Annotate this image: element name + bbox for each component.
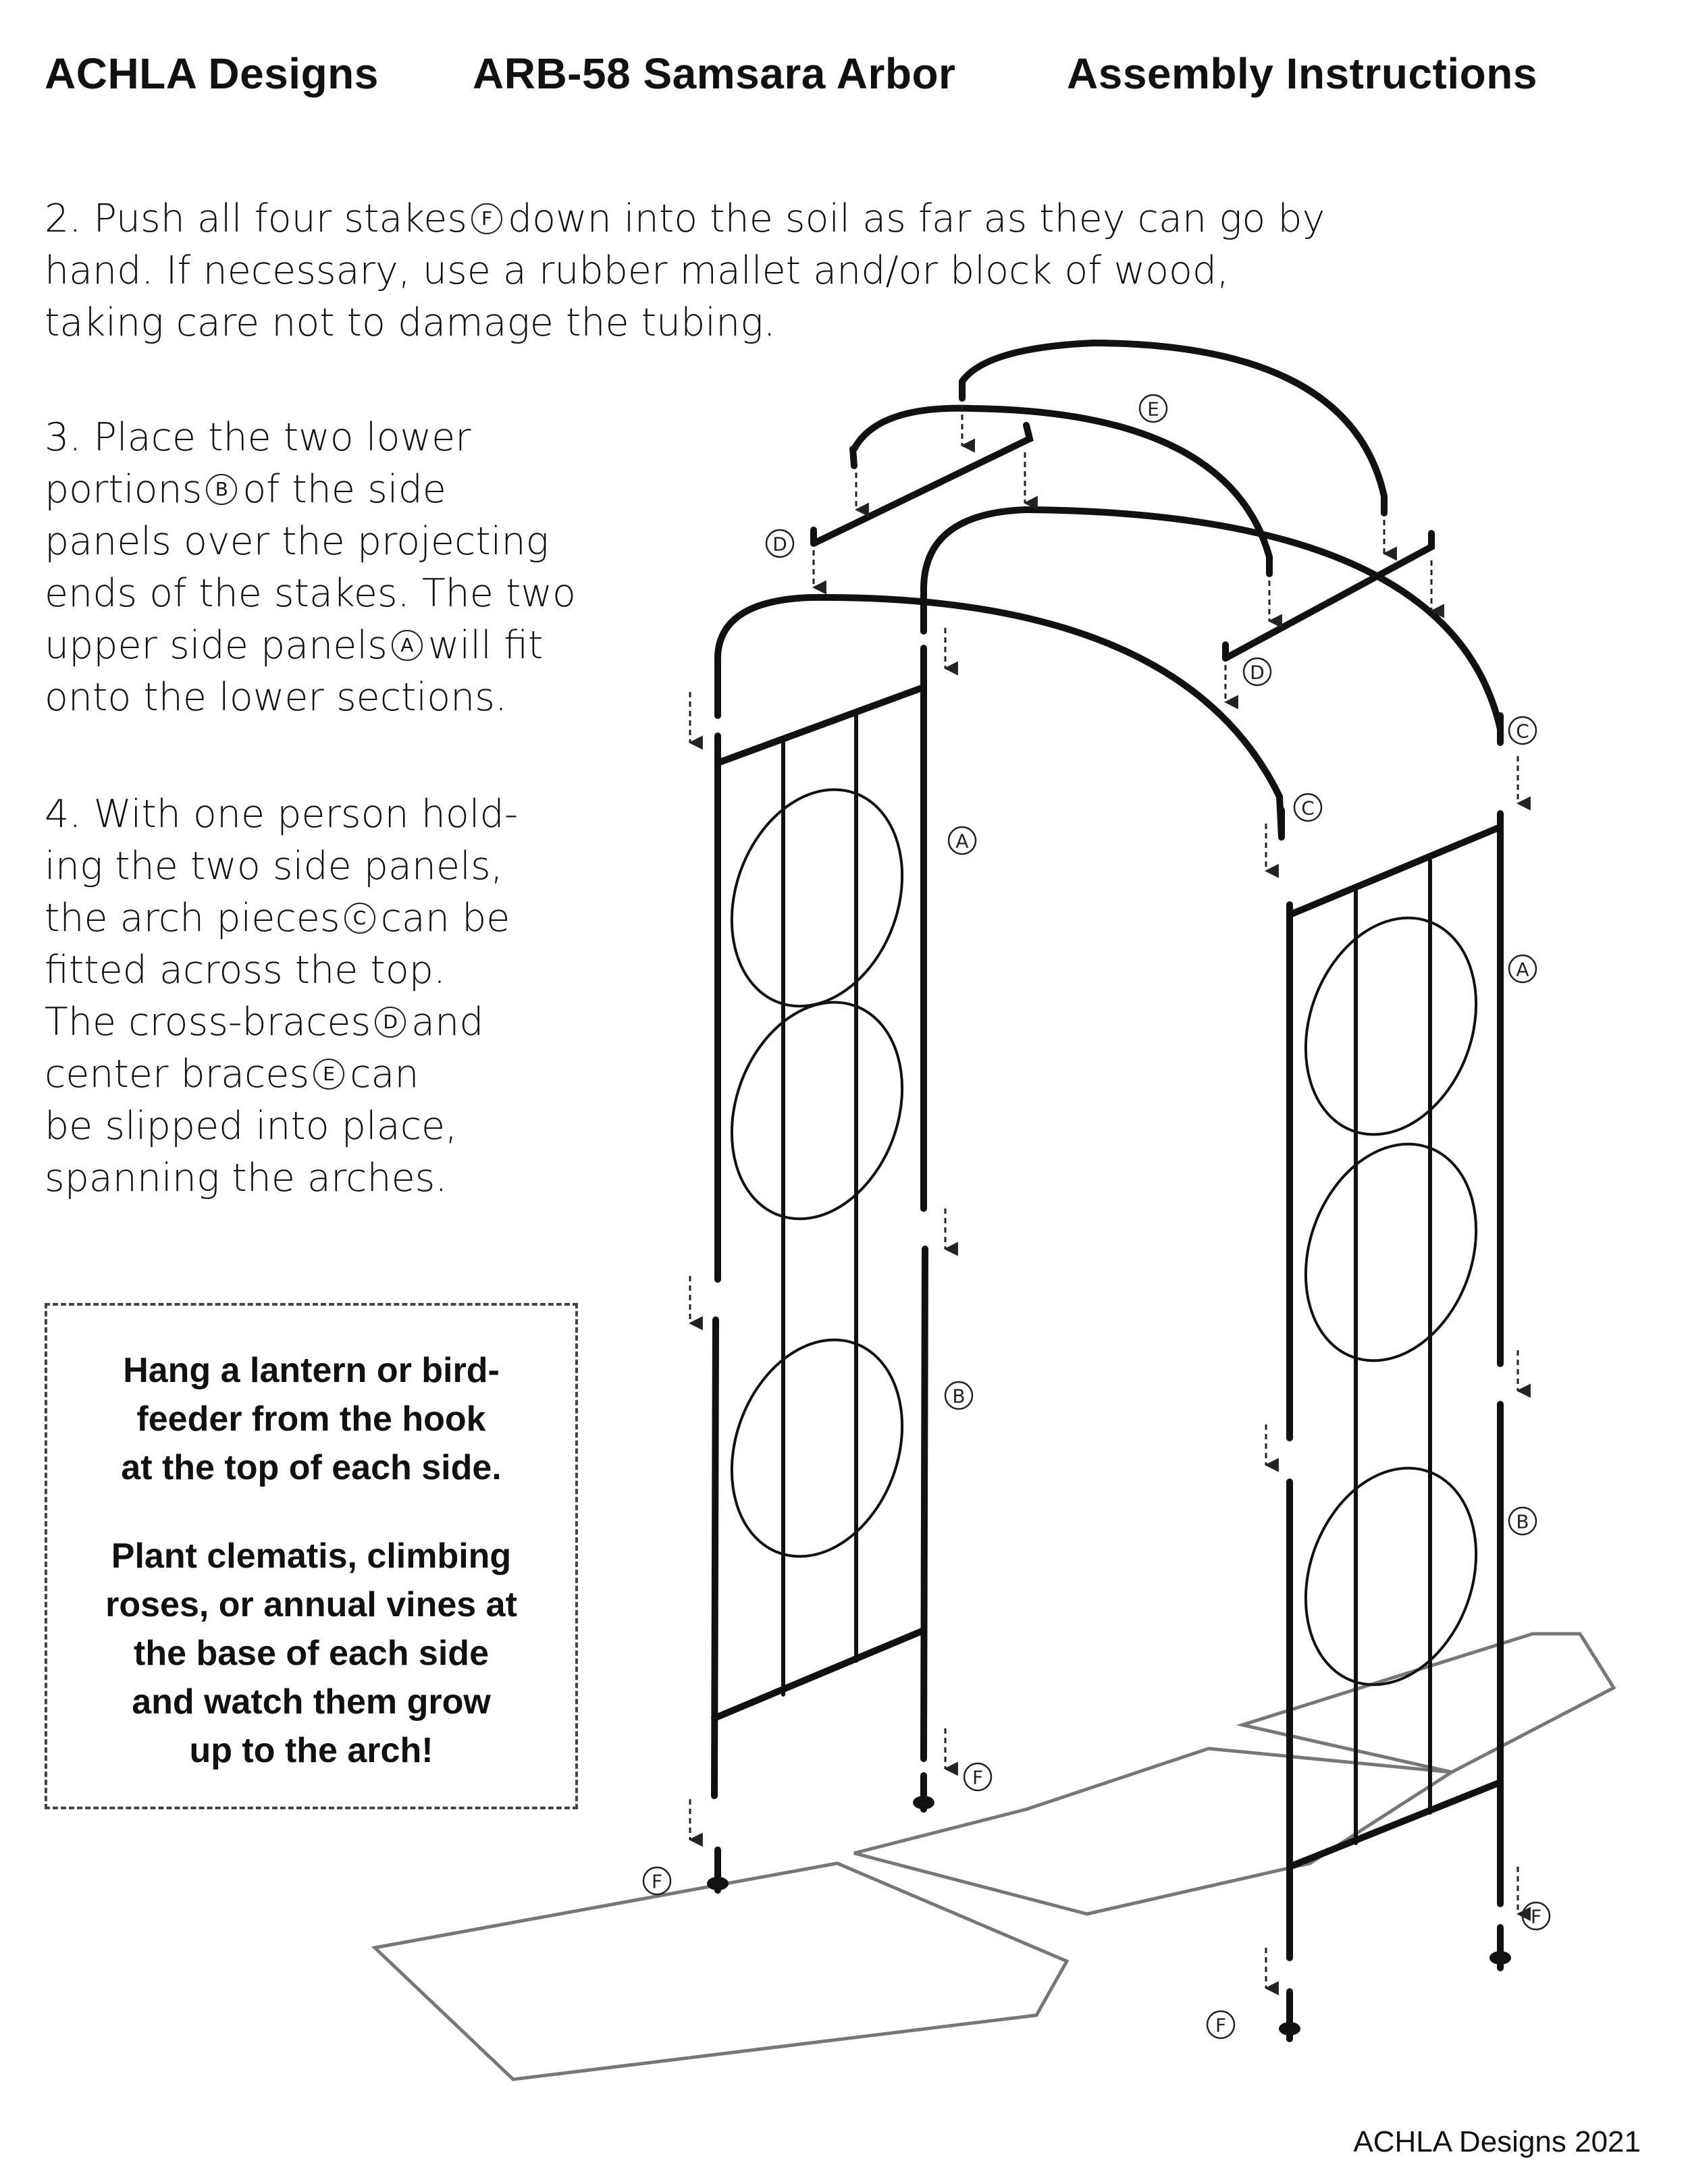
- label-e: E: [1147, 398, 1159, 421]
- part-ref-c: C: [344, 902, 375, 934]
- label-f-2: F: [652, 1871, 662, 1893]
- label-c-left: C: [1301, 797, 1315, 820]
- step-3-line-3: panels over the projecting: [45, 519, 549, 564]
- tip-2-line-4: and watch them grow: [132, 1682, 491, 1722]
- step-3-line-1: 3. Place the two lower: [45, 415, 471, 460]
- step-2-line-2: hand. If necessary, use a rubber mallet …: [45, 248, 1230, 293]
- left-top-rail: [714, 684, 927, 766]
- step-4-line-3a: the arch pieces: [45, 896, 340, 940]
- step-3-line-5a: upper side panels: [45, 623, 388, 668]
- tip-1-line-1: Hang a lantern or bird-: [123, 1351, 500, 1390]
- step-4-text: 4. With one person hold- ing the two sid…: [45, 789, 652, 1204]
- part-ref-a: A: [391, 629, 423, 661]
- front-arch: [714, 593, 1285, 841]
- document-title: Assembly Instructions: [1067, 49, 1537, 98]
- left-bottom-rail: [711, 1627, 927, 1722]
- back-arch: [920, 506, 1504, 739]
- step-4-line-6a: center braces: [45, 1052, 310, 1096]
- label-a-left-circle: [947, 826, 977, 855]
- label-d-left-circle: [765, 529, 795, 558]
- label-f-1-circle: [963, 1762, 993, 1792]
- label-a-right-circle: [1508, 954, 1537, 984]
- label-b-left-circle: [944, 1381, 974, 1410]
- center-brace-lower: [851, 404, 1273, 560]
- part-ref-b: B: [206, 473, 238, 505]
- right-side-panel: [1279, 810, 1511, 2042]
- arches: [714, 339, 1504, 841]
- label-f-1: F: [972, 1767, 983, 1789]
- tip-plants: Plant clematis, climbing roses, or annua…: [47, 1532, 575, 1775]
- brand-title: ACHLA Designs: [45, 49, 379, 98]
- part-ref-d: D: [375, 1006, 406, 1038]
- label-d-left: D: [772, 533, 787, 556]
- tip-2-line-3: the base of each side: [134, 1634, 489, 1673]
- tip-2-line-5: up to the arch!: [189, 1731, 433, 1770]
- stepping-stone-3: [1236, 1632, 1616, 1774]
- center-brace-arch: [959, 339, 1388, 500]
- step-4-line-8: spanning the arches.: [45, 1156, 448, 1200]
- cross-brace-left: [810, 422, 1034, 547]
- tip-box: Hang a lantern or bird- feeder from the …: [45, 1303, 578, 1809]
- step-2-line-1b: down into the soil as far as they can go…: [508, 196, 1325, 241]
- step-3-line-5b: will fit: [427, 623, 544, 668]
- stepping-stone-1: [371, 1861, 1070, 2081]
- label-c-right: C: [1516, 720, 1529, 743]
- label-d-right: D: [1250, 662, 1265, 684]
- tip-1-line-2: feeder from the hook: [136, 1400, 486, 1439]
- label-d-right-circle: [1242, 657, 1272, 687]
- step-3-line-2a: portions: [45, 467, 203, 512]
- assembly-arrows: [688, 405, 1531, 1996]
- label-c-right-circle: [1508, 716, 1537, 745]
- step-4-line-6b: can: [350, 1052, 419, 1096]
- step-3-line-4: ends of the stakes. The two: [45, 571, 576, 616]
- tip-2-line-2: roses, or annual vines at: [105, 1585, 517, 1624]
- part-labels: [642, 394, 1551, 2040]
- step-4-line-1: 4. With one person hold-: [45, 792, 519, 836]
- label-f-3-circle: [1521, 1901, 1551, 1931]
- tip-lantern: Hang a lantern or bird- feeder from the …: [47, 1346, 575, 1492]
- part-ref-f: F: [471, 203, 502, 234]
- step-4-line-2: ing the two side panels,: [45, 844, 503, 888]
- label-b-right-circle: [1508, 1506, 1537, 1536]
- footer-copyright: ACHLA Designs 2021: [1353, 2125, 1641, 2158]
- label-f-3: F: [1531, 1906, 1541, 1928]
- step-4-line-5a: The cross-braces: [45, 1000, 371, 1044]
- label-f-4: F: [1215, 2015, 1226, 2037]
- label-f-2-circle: [642, 1866, 672, 1896]
- tip-1-line-3: at the top of each side.: [121, 1448, 502, 1487]
- cross-brace-right: [1222, 530, 1435, 662]
- step-3-line-6: onto the lower sections.: [45, 675, 508, 720]
- label-e-circle: [1138, 394, 1168, 423]
- label-b-left: B: [952, 1385, 965, 1408]
- product-name: ARB-58 Samsara Arbor: [473, 49, 956, 98]
- left-front-post-lower: [711, 1316, 719, 1799]
- left-back-post-lower: [920, 1246, 928, 1762]
- part-ref-e: E: [313, 1058, 345, 1090]
- stepping-stone-2: [853, 1747, 1457, 1916]
- cross-braces: [810, 422, 1435, 662]
- label-a-left: A: [955, 830, 968, 853]
- tip-2-line-1: Plant clematis, climbing: [111, 1537, 512, 1576]
- ground-stones: [371, 1632, 1616, 2081]
- label-f-4-circle: [1206, 2010, 1236, 2040]
- label-c-left-circle: [1293, 793, 1323, 822]
- step-4-line-3b: can be: [380, 896, 510, 940]
- label-a-right: A: [1516, 959, 1529, 981]
- step-3-line-2b: of the side: [242, 467, 446, 512]
- step-4-line-7: be slipped into place,: [45, 1104, 458, 1148]
- label-b-right: B: [1516, 1511, 1529, 1533]
- step-2-line-3: taking care not to damage the tubing.: [45, 300, 776, 345]
- left-side-panel: [707, 645, 934, 1894]
- step-2-line-1a: 2. Push all four stakes: [45, 196, 467, 241]
- step-4-line-4: fitted across the top.: [45, 948, 446, 992]
- step-4-line-5b: and: [411, 1000, 484, 1044]
